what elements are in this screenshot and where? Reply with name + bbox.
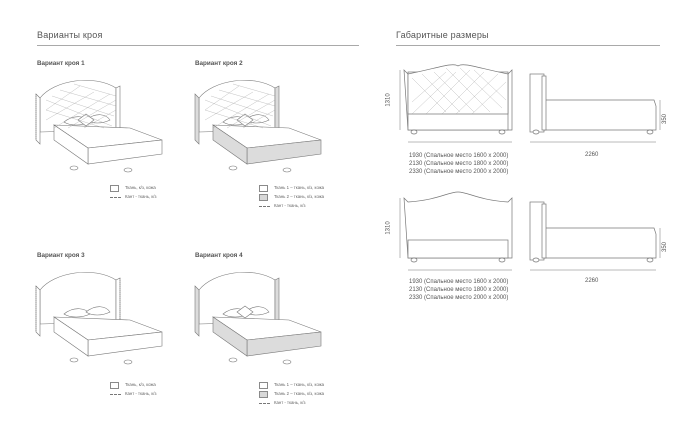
- legend-item: Ткань 1 – ткань, к/з, кожа: [274, 185, 325, 191]
- legend-variant-3: Ткань, к/з, кожа Кант - ткань, к/з: [110, 381, 156, 399]
- size-item: 2130 (Спальное место 1800 х 2000): [409, 287, 509, 294]
- legend-item: Ткань 1 – ткань, к/з, кожа: [274, 382, 325, 388]
- dim-length-1: 2260: [585, 152, 599, 158]
- dim-height-1: 1310: [385, 93, 392, 107]
- dim-height-2: 1310: [385, 221, 392, 235]
- size-item: 1930 (Спальное место 1600 х 2000): [409, 279, 509, 285]
- size-item: 2130 (Спальное место 1800 х 2000): [409, 161, 509, 168]
- size-item: 2330 (Спальное место 2000 х 2000): [409, 169, 509, 176]
- swatch-fabric: [110, 382, 119, 389]
- section-title-dimensions: Габаритные размеры: [396, 30, 489, 40]
- legend-item: Ткань 2 – ткань, к/з, кожа: [274, 391, 325, 397]
- legend-item: Ткань 2 – ткань, к/з, кожа: [274, 194, 325, 200]
- section-title-variants: Варианты кроя: [37, 30, 103, 40]
- swatch-fabric-2: [259, 391, 268, 398]
- legend-item: Кант - ткань, к/з: [274, 400, 306, 406]
- swatch-fabric-1: [259, 382, 268, 389]
- piping-dash: [110, 394, 121, 395]
- size-list-2: 1930 (Спальное место 1600 х 2000) 2130 (…: [409, 278, 508, 303]
- legend-variant-1: Ткань, к/з, кожа Кант - ткань, к/з: [110, 184, 156, 202]
- bed-variant-2-illustration: [194, 79, 322, 173]
- legend-item: Ткань, к/з, кожа: [125, 185, 156, 191]
- swatch-fabric-2: [259, 194, 268, 201]
- size-item: 2330 (Спальное место 2000 х 2000): [409, 295, 509, 302]
- bed-variant-3-illustration: [35, 271, 163, 365]
- legend-item: Кант - ткань, к/з: [274, 203, 306, 209]
- piping-dash: [110, 197, 121, 198]
- swatch-fabric-1: [259, 185, 268, 192]
- divider-right: [396, 45, 660, 46]
- variant-1-label: Вариант кроя 1: [37, 60, 85, 67]
- size-list-1: 1930 (Спальное место 1600 х 2000) 2130 (…: [409, 152, 508, 177]
- piping-dash: [259, 206, 270, 207]
- swatch-fabric: [110, 185, 119, 192]
- legend-variant-4: Ткань 1 – ткань, к/з, кожа Ткань 2 – тка…: [259, 381, 324, 408]
- variant-4-label: Вариант кроя 4: [195, 252, 243, 259]
- variant-3-label: Вариант кроя 3: [37, 252, 85, 259]
- divider-left: [37, 45, 359, 46]
- dim-length-2: 2260: [585, 278, 599, 284]
- legend-item: Ткань, к/з, кожа: [125, 382, 156, 388]
- dimensions-drawing-tufted: [399, 64, 661, 143]
- bed-variant-4-illustration: [194, 271, 322, 365]
- bed-variant-1-illustration: [35, 79, 163, 173]
- size-item: 1930 (Спальное место 1600 х 2000): [409, 153, 509, 159]
- legend-variant-2: Ткань 1 – ткань, к/з, кожа Ткань 2 – тка…: [259, 184, 324, 211]
- legend-item: Кант - ткань, к/з: [125, 391, 157, 397]
- dimensions-drawing-plain: [399, 191, 661, 271]
- legend-item: Кант - ткань, к/з: [125, 194, 157, 200]
- dim-leg-1: 350: [662, 113, 669, 125]
- variant-2-label: Вариант кроя 2: [195, 60, 243, 67]
- piping-dash: [259, 403, 270, 404]
- dim-leg-2: 350: [662, 241, 669, 253]
